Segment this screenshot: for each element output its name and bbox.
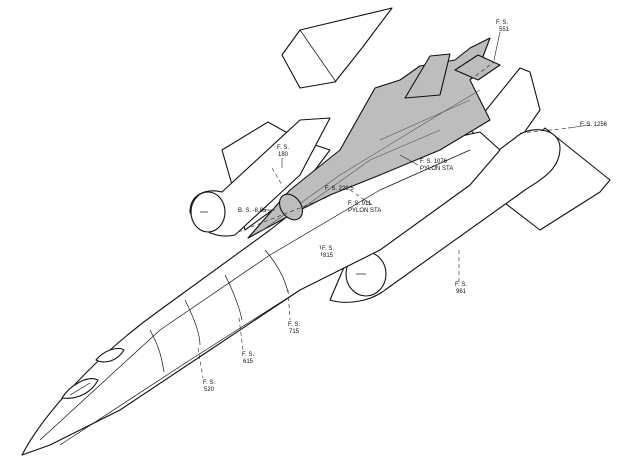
svg-text:PYLON STA: PYLON STA: [420, 166, 453, 172]
svg-text:F. S.: F. S.: [455, 282, 467, 288]
svg-text:551: 551: [499, 27, 510, 33]
svg-text:F. S.: F. S.: [203, 380, 215, 386]
svg-text:F. S. 1256: F. S. 1256: [580, 122, 608, 128]
svg-text:F. S. 1076: F. S. 1076: [420, 159, 448, 165]
label-fs-1076: F. S. 1076 PYLON STA: [420, 159, 453, 172]
svg-text:F. S. 229.5: F. S. 229.5: [325, 186, 354, 192]
label-fs-1256: F. S. 1256: [580, 122, 608, 128]
svg-text:F. S.: F. S.: [277, 145, 289, 151]
label-fs-815: F. S. 815: [322, 246, 334, 259]
fuselage: [21, 131, 501, 456]
label-fs-551: F. S. 551: [496, 20, 510, 33]
drone-vehicle: [247, 37, 501, 239]
svg-text:F. S. 911: F. S. 911: [348, 201, 372, 207]
label-fs-615: F. S. 615: [242, 352, 254, 365]
label-fs-2295: F. S. 229.5: [325, 186, 354, 192]
svg-text:815: 815: [323, 253, 334, 259]
left-tail-fin: [281, 7, 393, 89]
svg-text:520: 520: [204, 387, 215, 393]
label-fs-715: F. S. 715: [288, 322, 300, 335]
svg-text:F. S.: F. S.: [496, 20, 508, 26]
label-bs-885: B. S. -8.85: [238, 208, 267, 214]
canopy: [61, 347, 125, 399]
left-nacelle: [189, 117, 331, 237]
svg-text:180: 180: [278, 152, 289, 158]
leader-lines: [262, 31, 591, 211]
label-fs-961: F. S. 961: [455, 282, 467, 295]
label-fs-520: F. S. 520: [203, 380, 215, 393]
label-fs-180: F. S. 180: [277, 145, 289, 158]
svg-text:615: 615: [243, 359, 254, 365]
svg-text:F. S.: F. S.: [288, 322, 300, 328]
label-fs-911: F. S. 911 PYLON STA: [348, 201, 381, 214]
svg-text:B. S. -8.85: B. S. -8.85: [238, 208, 267, 214]
svg-text:715: 715: [289, 329, 300, 335]
svg-text:F. S.: F. S.: [322, 246, 334, 252]
svg-text:PYLON STA: PYLON STA: [348, 208, 381, 214]
svg-text:961: 961: [456, 289, 467, 295]
svg-text:F. S.: F. S.: [242, 352, 254, 358]
right-nacelle: [329, 129, 561, 303]
station-reference-lines: [197, 61, 571, 379]
